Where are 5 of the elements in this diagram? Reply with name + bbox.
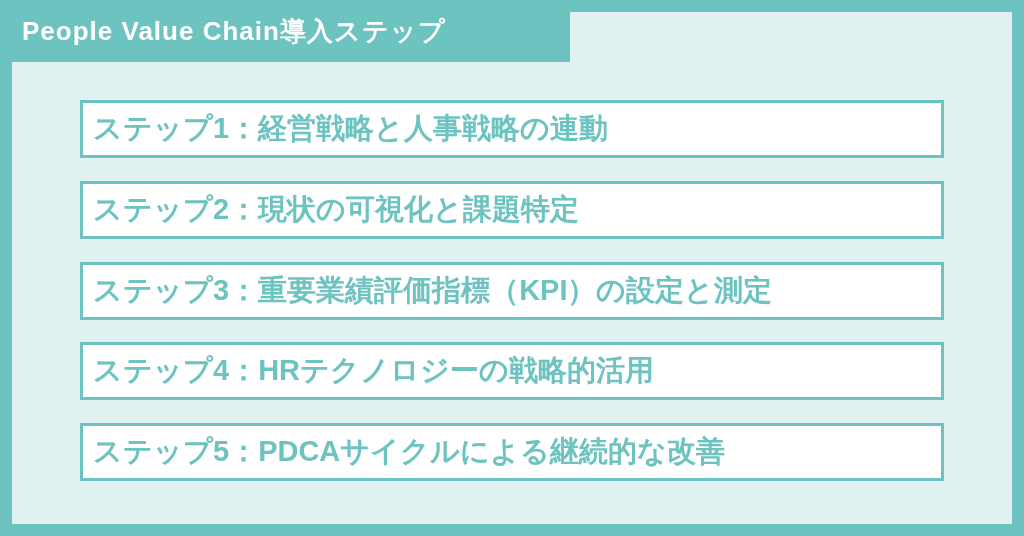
step-box: ステップ3：重要業績評価指標（KPI）の設定と測定 [80,262,944,320]
step-box: ステップ4：HRテクノロジーの戦略的活用 [80,342,944,400]
step-box: ステップ2：現状の可視化と課題特定 [80,181,944,239]
step-box: ステップ1：経営戦略と人事戦略の連動 [80,100,944,158]
step-box: ステップ5：PDCAサイクルによる継続的な改善 [80,423,944,481]
